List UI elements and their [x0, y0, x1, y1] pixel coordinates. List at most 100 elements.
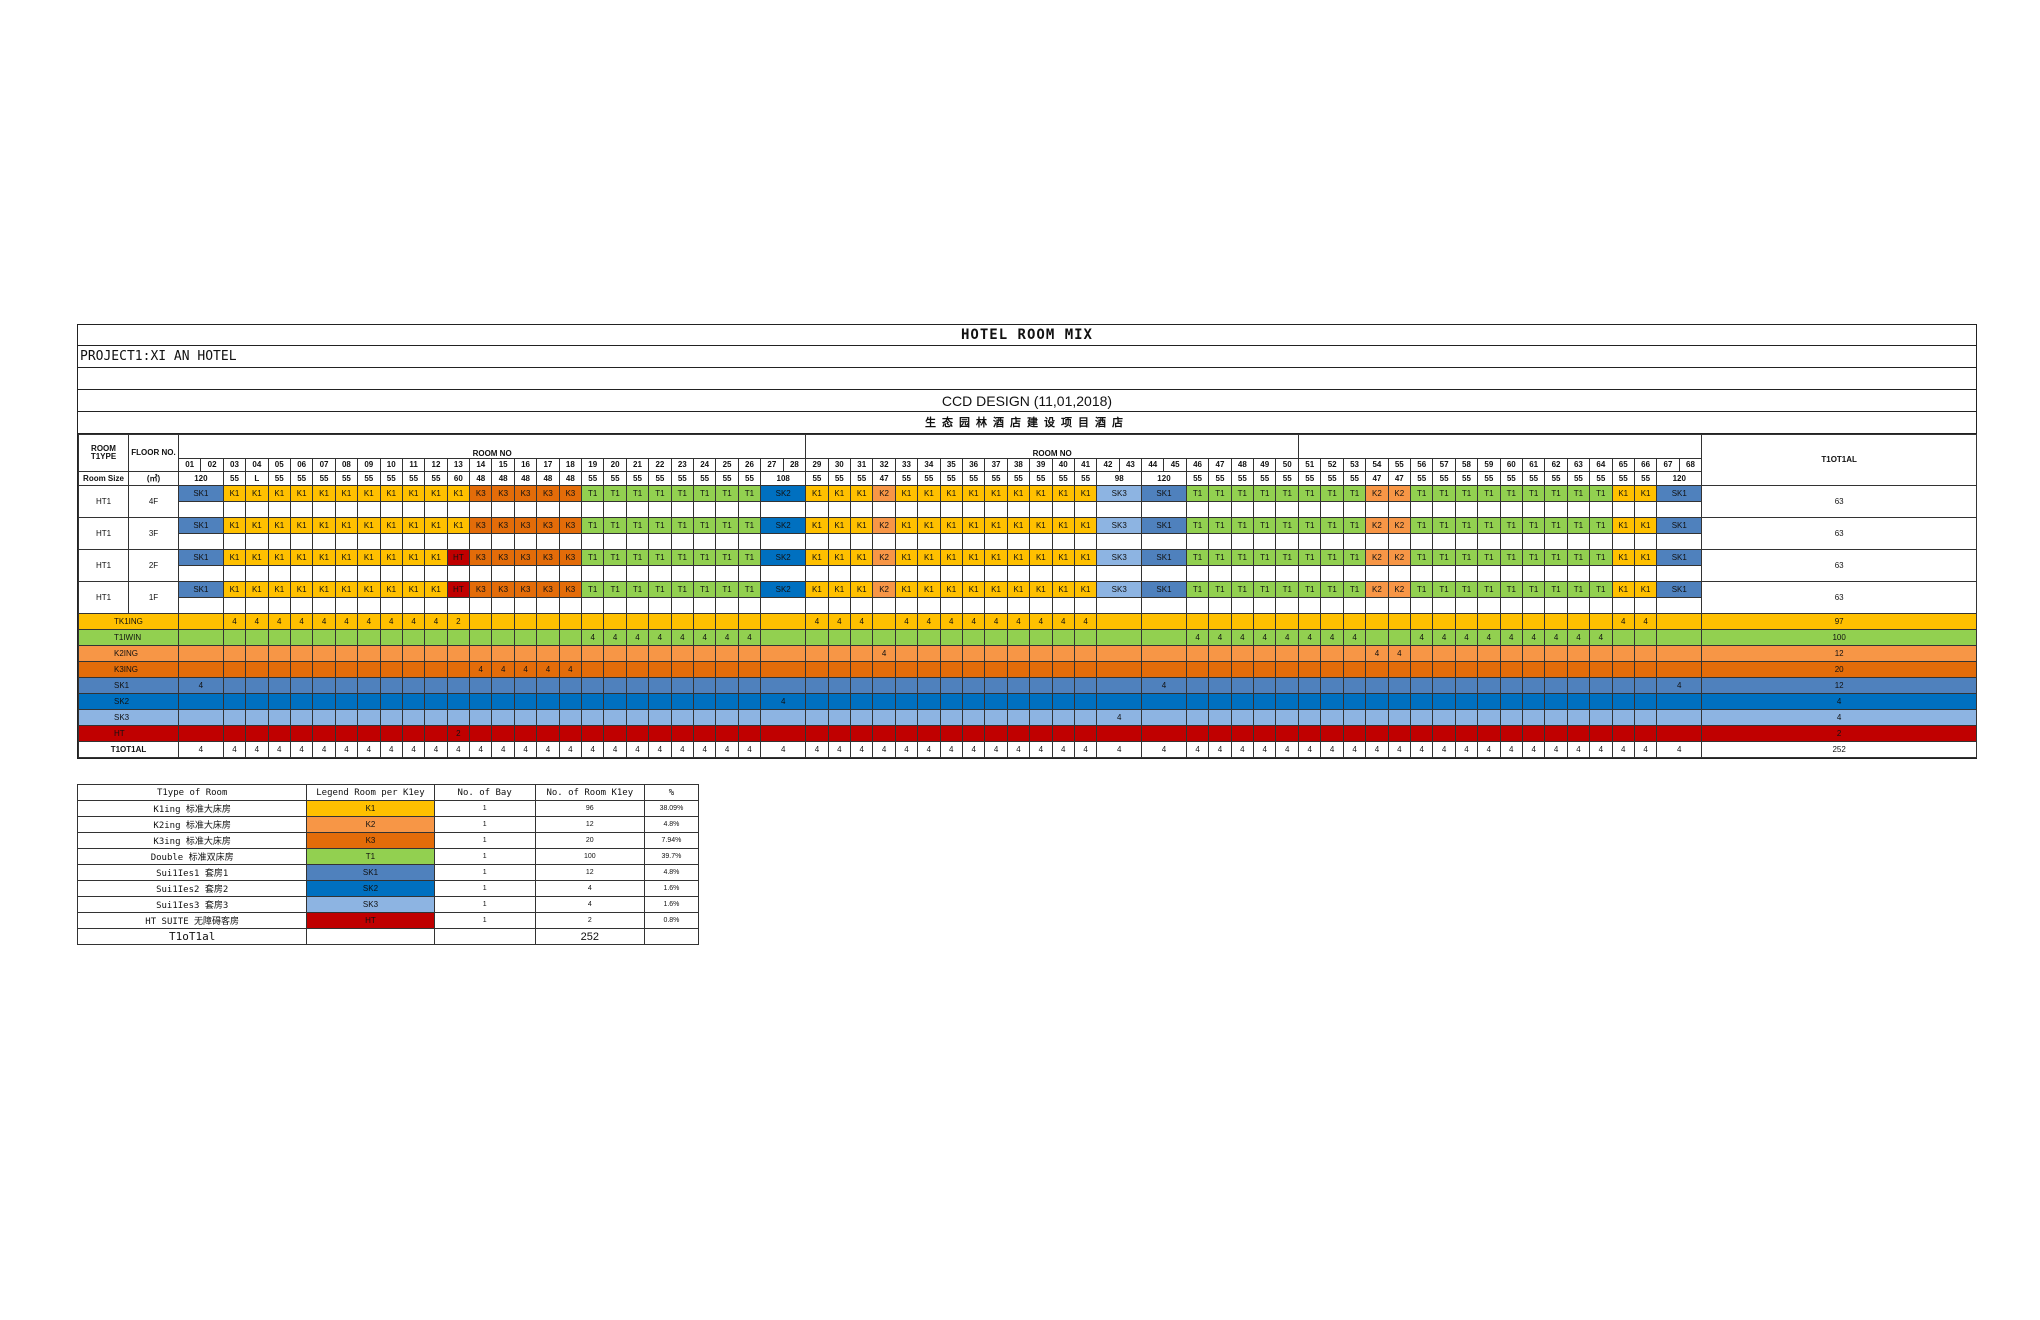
room-number-header: 68: [1678, 458, 1703, 472]
floor-gap-cell: [1275, 533, 1300, 550]
room-cell: K1: [424, 581, 448, 598]
floor-gap-cell: [1342, 501, 1367, 518]
summary-count-cell: 4: [1387, 645, 1412, 662]
legend-percent: 7.94%: [643, 832, 700, 849]
floor-gap-cell: [334, 533, 359, 550]
summary-count-cell: [1298, 725, 1322, 742]
summary-count-cell: [581, 613, 605, 630]
room-number-header: 05: [267, 458, 291, 472]
room-cell: K1: [961, 485, 986, 502]
summary-count-cell: [1432, 709, 1456, 726]
room-number-header: 47: [1208, 458, 1232, 472]
room-size-value: 60: [446, 471, 471, 486]
room-cell: K1: [939, 549, 963, 566]
floor-gap-cell: [1387, 597, 1412, 614]
room-cell: T1: [1499, 549, 1523, 566]
summary-count-cell: 4: [760, 693, 807, 710]
legend-bay-count: 1: [433, 896, 536, 913]
floor-gap-cell: [939, 565, 963, 582]
room-mix-sheet: HOTEL ROOM MIX PROJECT1:XI AN HOTEL CCD …: [77, 324, 1978, 759]
summary-count-cell: [469, 629, 493, 646]
room-size-value: 48: [513, 471, 538, 486]
summary-count-cell: [850, 709, 874, 726]
room-size-value: 55: [648, 471, 672, 486]
room-size-value: 55: [1432, 471, 1456, 486]
summary-count-cell: [1410, 709, 1434, 726]
legend-room-count: 20: [534, 832, 645, 849]
summary-count-cell: [222, 709, 247, 726]
room-cell: T1: [1320, 581, 1344, 598]
summary-count-cell: [1410, 693, 1434, 710]
floor-gap-cell: [1499, 597, 1523, 614]
legend-room-count: 2: [534, 912, 645, 929]
summary-count-cell: [737, 693, 762, 710]
floor-gap-cell: [469, 533, 493, 550]
floor-gap-cell: [1096, 501, 1143, 518]
summary-count-cell: 4: [1006, 613, 1031, 630]
summary-count-cell: [1073, 677, 1098, 694]
legend-percent: 39.7%: [643, 848, 700, 865]
summary-count-cell: [1566, 725, 1591, 742]
summary-count-cell: 4: [737, 629, 762, 646]
room-cell: K1: [446, 517, 471, 534]
floor-gap-cell: [469, 565, 493, 582]
room-cell: T1: [1275, 549, 1300, 566]
room-cell: T1: [715, 581, 739, 598]
floor-room-type: HT1: [78, 485, 129, 518]
legend-percent: 0.8%: [643, 912, 700, 929]
room-size-value: 48: [469, 471, 493, 486]
floor-gap-cell: [401, 597, 426, 614]
room-number-header: 07: [312, 458, 336, 472]
room-number-header: 60: [1499, 458, 1523, 472]
summary-count-cell: [984, 629, 1008, 646]
floor-gap-cell: [1454, 533, 1479, 550]
summary-count-cell: 4: [1499, 629, 1523, 646]
room-cell: T1: [1432, 581, 1456, 598]
floor-gap-cell: [737, 565, 762, 582]
room-cell: T1: [1477, 517, 1501, 534]
legend-color-swatch: K2: [306, 816, 435, 833]
summary-count-cell: [894, 645, 919, 662]
room-cell: K1: [1073, 517, 1098, 534]
room-size-value: 55: [1230, 471, 1255, 486]
room-cell: K1: [917, 549, 941, 566]
summary-total: 4: [1701, 693, 1978, 710]
room-cell: K1: [334, 581, 359, 598]
legend-percent: 38.09%: [643, 800, 700, 817]
room-cell: K1: [1029, 517, 1053, 534]
summary-count-cell: [1006, 661, 1031, 678]
room-number-header: 21: [625, 458, 650, 472]
floor-gap-cell: [1521, 501, 1546, 518]
room-number-header: 25: [715, 458, 739, 472]
summary-count-cell: [1096, 613, 1143, 630]
summary-count-cell: [312, 645, 336, 662]
room-cell: K1: [222, 549, 247, 566]
summary-count-cell: 4: [603, 629, 627, 646]
summary-count-cell: [491, 645, 515, 662]
summary-count-cell: [1410, 661, 1434, 678]
summary-count-cell: [1141, 645, 1187, 662]
room-number-header: 29: [805, 458, 829, 472]
room-cell: K1: [1051, 485, 1075, 502]
summary-count-cell: 4: [1633, 613, 1658, 630]
summary-count-cell: [446, 709, 471, 726]
room-number-header: 20: [603, 458, 627, 472]
room-cell: K1: [827, 485, 852, 502]
summary-count-cell: [984, 677, 1008, 694]
floor-gap-cell: [1342, 597, 1367, 614]
summary-count-cell: [872, 725, 896, 742]
summary-count-cell: [1208, 613, 1232, 630]
room-cell: K1: [334, 549, 359, 566]
room-size-value: 55: [401, 471, 426, 486]
summary-count-cell: [245, 645, 269, 662]
room-cell: T1: [715, 485, 739, 502]
grand-total: 252: [1701, 741, 1978, 758]
floor-gap-cell: [424, 597, 448, 614]
total-column-value: 4: [917, 741, 941, 758]
room-cell: K1: [917, 581, 941, 598]
room-number-header: 27: [760, 458, 784, 472]
summary-count-cell: [469, 613, 493, 630]
summary-count-cell: [1499, 613, 1523, 630]
summary-count-cell: [1253, 661, 1277, 678]
total-column-value: 4: [312, 741, 336, 758]
